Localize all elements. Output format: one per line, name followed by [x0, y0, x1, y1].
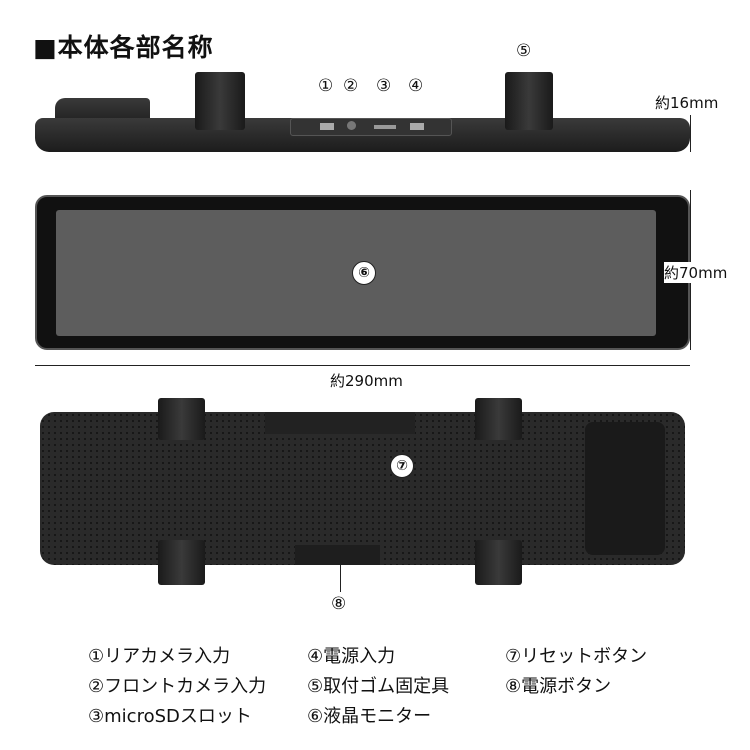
mount-clip — [505, 72, 553, 130]
label-5: ⑤ — [516, 41, 532, 61]
label-4: ④ — [408, 76, 424, 96]
mount-clip — [475, 398, 522, 440]
label-7: ⑦ — [390, 454, 414, 478]
button-panel — [585, 422, 665, 555]
microsd-slot — [374, 125, 396, 129]
label-2: ② — [343, 76, 359, 96]
legend-item: ⑧電源ボタン — [505, 676, 612, 697]
legend-item: ⑥液晶モニター — [307, 706, 432, 727]
dimension-line — [35, 365, 690, 366]
legend-item: ⑦リセットボタン — [505, 646, 648, 667]
width-dimension: 約290mm — [330, 372, 403, 390]
top-recess — [265, 412, 415, 434]
front-camera-port — [347, 121, 356, 130]
dimension-line — [690, 115, 691, 152]
port-panel — [290, 118, 452, 136]
legend-item: ②フロントカメラ入力 — [88, 676, 267, 697]
bottom-tab — [295, 545, 380, 565]
page-title: ■本体各部名称 — [33, 33, 214, 62]
label-1: ① — [318, 76, 334, 96]
height-dimension: 約16mm — [655, 94, 719, 112]
power-port — [410, 123, 424, 130]
leader-line — [340, 565, 341, 592]
legend-item: ④電源入力 — [307, 646, 396, 667]
label-3: ③ — [376, 76, 392, 96]
rear-camera-port — [320, 123, 334, 130]
mount-clip — [475, 540, 522, 585]
mount-clip — [158, 398, 205, 440]
legend-item: ⑤取付ゴム固定具 — [307, 676, 450, 697]
mount-clip — [158, 540, 205, 585]
legend-item: ③microSDスロット — [88, 706, 252, 727]
label-8: ⑧ — [331, 594, 347, 614]
height-dimension: 約70mm — [664, 262, 728, 283]
label-6: ⑥ — [352, 261, 376, 285]
legend-item: ①リアカメラ入力 — [88, 646, 231, 667]
mirror-back — [40, 412, 685, 565]
mount-clip — [195, 72, 245, 130]
